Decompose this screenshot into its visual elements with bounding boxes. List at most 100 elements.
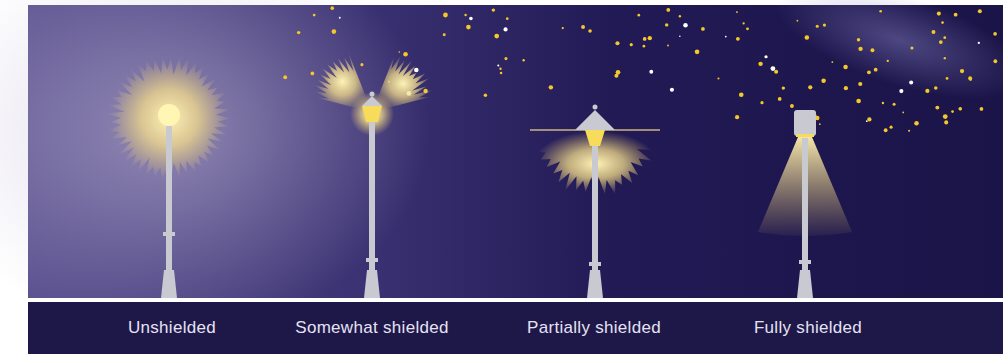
star <box>742 22 744 24</box>
star <box>870 48 874 52</box>
star <box>821 78 826 83</box>
star <box>944 120 948 124</box>
star <box>935 106 939 110</box>
star <box>808 85 812 89</box>
star <box>484 93 487 96</box>
star <box>466 25 471 30</box>
star <box>311 72 315 76</box>
star <box>932 30 936 34</box>
star <box>497 65 499 67</box>
star <box>778 97 782 101</box>
star <box>902 112 904 114</box>
lamp-glass <box>362 106 382 122</box>
pole-collar <box>163 232 175 236</box>
divider-line <box>28 298 1003 302</box>
star <box>910 47 913 50</box>
star <box>856 99 861 104</box>
lamp-finial <box>370 92 375 97</box>
star <box>760 101 763 104</box>
star <box>797 20 799 22</box>
star <box>937 12 941 16</box>
star <box>941 21 944 24</box>
star <box>630 43 633 46</box>
star <box>943 114 948 119</box>
star <box>925 89 929 93</box>
pole-collar <box>366 258 378 262</box>
star <box>403 52 408 57</box>
shielding-label: Fully shielded <box>754 318 862 338</box>
lamp-glass <box>585 130 605 146</box>
star <box>867 70 871 74</box>
pole-collar <box>589 262 601 266</box>
star <box>884 128 888 132</box>
shielding-label: Somewhat shielded <box>295 318 448 338</box>
star <box>494 34 499 39</box>
star <box>339 17 341 19</box>
star <box>958 107 962 111</box>
star <box>819 123 821 125</box>
star <box>858 82 862 86</box>
star <box>443 33 446 36</box>
star <box>616 70 621 75</box>
star <box>978 42 980 44</box>
star <box>313 14 316 17</box>
star <box>914 121 919 126</box>
milky-way <box>762 0 1003 123</box>
star <box>946 77 949 80</box>
star <box>774 70 778 74</box>
star <box>679 15 681 17</box>
star <box>908 130 910 132</box>
star <box>978 9 982 13</box>
star <box>666 8 670 12</box>
star <box>665 23 668 26</box>
pole-base <box>587 270 603 298</box>
lamp-cap <box>362 96 382 106</box>
star <box>667 45 669 47</box>
pole-base <box>797 270 813 298</box>
star <box>858 47 862 51</box>
star <box>504 57 507 60</box>
star <box>701 27 705 31</box>
star <box>944 57 946 59</box>
star <box>943 36 946 39</box>
star <box>332 29 337 34</box>
lamp-glows <box>107 51 852 236</box>
star <box>297 31 300 34</box>
star <box>499 68 501 70</box>
shielding-label: Partially shielded <box>527 318 661 338</box>
star <box>736 11 738 13</box>
star <box>735 115 739 119</box>
lamp-glass <box>796 134 814 137</box>
star <box>764 55 767 58</box>
star <box>649 70 653 74</box>
star <box>887 60 889 62</box>
star <box>562 27 564 29</box>
star <box>993 59 997 63</box>
star <box>960 69 964 73</box>
star <box>771 66 776 71</box>
star <box>831 61 833 63</box>
star <box>648 36 652 40</box>
light-haze <box>0 0 430 330</box>
star <box>857 38 860 41</box>
star <box>951 110 954 113</box>
star <box>330 6 334 10</box>
star <box>934 86 938 90</box>
star <box>643 45 646 48</box>
star <box>893 103 896 106</box>
bare-bulb <box>158 104 180 126</box>
star <box>879 10 882 13</box>
star <box>443 13 448 18</box>
star <box>874 68 878 72</box>
star <box>283 75 287 79</box>
star <box>469 17 473 21</box>
star <box>823 23 826 26</box>
label-band <box>28 302 1003 354</box>
star <box>414 68 418 72</box>
star <box>899 89 903 93</box>
street-lamps <box>158 92 816 299</box>
star <box>500 72 503 75</box>
star <box>683 23 688 28</box>
lamp-pole <box>166 126 172 286</box>
star <box>503 27 507 31</box>
